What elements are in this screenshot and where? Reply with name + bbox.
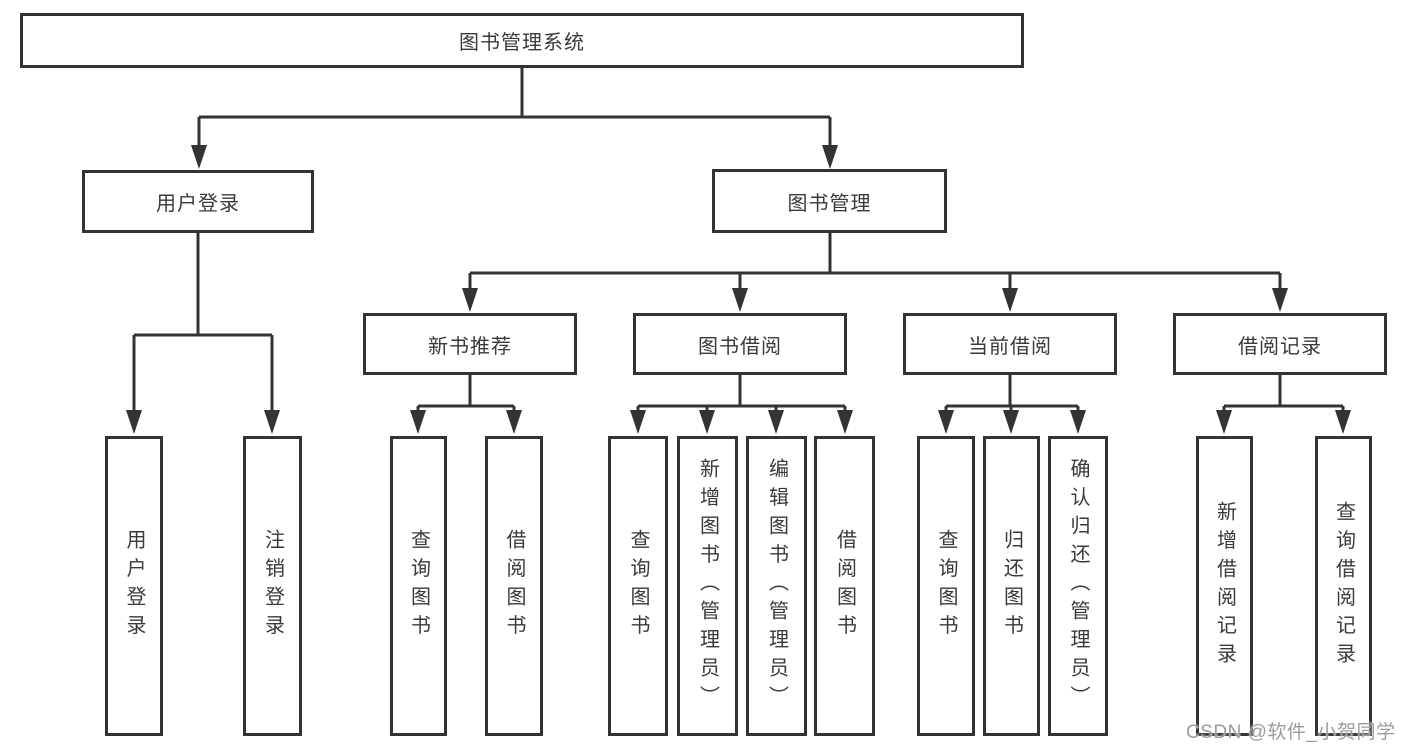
node-label: 图书借阅 [698, 335, 782, 358]
leaf-borrow-books-recommend: 借阅图书 [485, 436, 543, 736]
leaf-logout-login: 注销登录 [243, 436, 302, 736]
leaf-query-books-recommend: 查询图书 [390, 436, 447, 736]
node-library-management-system: 图书管理系统 [20, 13, 1024, 68]
leaf-query-borrow-record: 查询借阅记录 [1315, 436, 1372, 736]
leaf-add-books-admin: 新增图书（管理员） [677, 436, 738, 736]
node-label: 图书管理 [787, 192, 872, 215]
node-label: 查询图书 [935, 529, 957, 643]
node-label: 图书管理系统 [459, 32, 585, 54]
node-borrowing-records: 借阅记录 [1173, 313, 1387, 375]
leaf-user-login: 用户登录 [105, 436, 163, 736]
node-label: 借阅记录 [1238, 335, 1322, 358]
node-label: 查询图书 [407, 529, 430, 643]
leaf-query-books-borrowing: 查询图书 [608, 436, 668, 736]
leaf-query-books-current: 查询图书 [917, 436, 975, 736]
node-label: 新书推荐 [428, 335, 512, 358]
node-book-management: 图书管理 [712, 169, 947, 233]
node-label: 用户登录 [123, 529, 145, 643]
node-user-login: 用户登录 [82, 170, 314, 233]
node-label: 查询图书 [627, 529, 649, 643]
node-label: 编辑图书（管理员） [765, 458, 788, 714]
node-label: 当前借阅 [968, 335, 1052, 358]
node-new-book-recommendation: 新书推荐 [363, 313, 577, 375]
node-label: 新增图书（管理员） [696, 458, 719, 714]
node-label: 新增借阅记录 [1213, 500, 1236, 672]
leaf-confirm-return-admin: 确认归还（管理员） [1048, 436, 1108, 736]
node-book-borrowing: 图书借阅 [633, 313, 847, 375]
node-label: 用户登录 [156, 193, 240, 215]
leaf-return-books: 归还图书 [983, 436, 1040, 736]
node-label: 归还图书 [1000, 529, 1023, 643]
node-current-borrowing: 当前借阅 [903, 313, 1117, 375]
node-label: 借阅图书 [833, 529, 856, 643]
node-label: 借阅图书 [503, 529, 525, 643]
node-label: 注销登录 [261, 529, 284, 643]
watermark: CSDN @软件_小贺同学 [1186, 722, 1396, 743]
node-label: 确认归还（管理员） [1067, 458, 1089, 714]
node-label: 查询借阅记录 [1332, 500, 1355, 672]
leaf-add-borrow-record: 新增借阅记录 [1196, 436, 1253, 736]
leaf-borrow-books-borrowing: 借阅图书 [814, 436, 875, 736]
leaf-edit-books-admin: 编辑图书（管理员） [746, 436, 807, 736]
